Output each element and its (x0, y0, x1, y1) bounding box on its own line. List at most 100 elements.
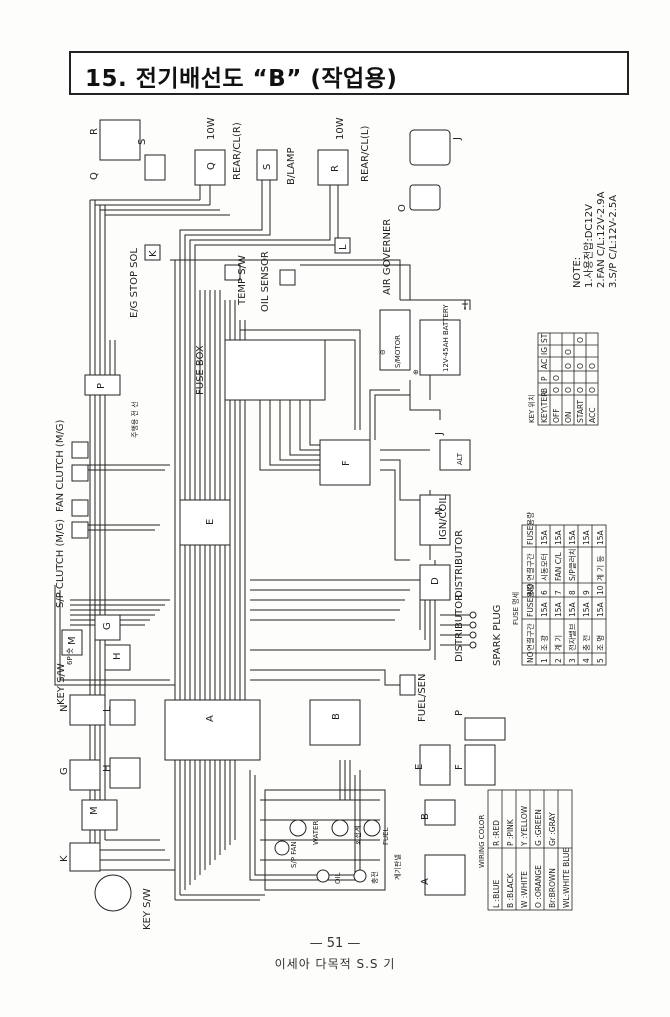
connector-e-grid (419, 744, 451, 786)
fuse-table-cell: 충 전 (581, 635, 591, 651)
connector-a-grid-label: A (420, 878, 431, 885)
fuse-table-cell: 5 (596, 658, 605, 663)
connector-j-label-2: J (434, 432, 445, 436)
fuse-table-cell: 전자밸브 (567, 623, 577, 651)
label-ign-coil: IGN/COIL (438, 495, 449, 540)
note-title: NOTE: (572, 257, 583, 288)
connector-p-label: P (96, 383, 107, 389)
label-hourmeter: 주행용 전 선 (130, 401, 139, 438)
key-table-cell: O (552, 375, 561, 381)
key-table-cell: START (576, 399, 585, 423)
connector-l-grid (109, 699, 136, 726)
fuse-table-header-cell: FUSE용량 (526, 512, 535, 545)
lamp-b-icon (256, 149, 278, 181)
fuse-table-cell: 6 (540, 590, 549, 595)
fuse-table-cell: 15A (554, 529, 563, 545)
ign-coil-icon (419, 494, 451, 546)
page-title: 15. 전기배선도 “B” (작업용) (85, 66, 398, 92)
connector-e-grid-label: E (414, 764, 425, 770)
fuse-table-header-cell: 연결구간 (525, 553, 535, 581)
connector-p-icon (84, 374, 121, 396)
fuse-table-cell: 7 (554, 590, 563, 595)
label-spark-plug: SPARK PLUG (492, 605, 503, 666)
key-table-header-cell: B (540, 388, 549, 393)
connector-q-label: Q (89, 172, 100, 180)
connector-s-label: S (137, 139, 148, 145)
spark-plug-1-icon (469, 611, 477, 619)
label-10w-left: 10W (335, 117, 346, 140)
fuse-table-header-cell: FUSE용량 (526, 584, 535, 617)
wiring-color-cell: R :RED (492, 820, 501, 846)
key-table-header-cell: P (540, 376, 549, 381)
label-air-governer: AIR GOVERNER (382, 219, 393, 295)
connector-f-grid-label: F (454, 764, 465, 770)
air-governer-icon (334, 237, 351, 254)
fuse-table-cell: FAN C/L (554, 551, 563, 581)
connector-g-grid-label: G (59, 767, 70, 775)
connector-r-label-2: R (330, 165, 341, 172)
connector-a-grid (424, 854, 466, 896)
note-block: NOTE: 1.사용전압:DC12V 2.FAN C/L:12V-2.9A 3.… (572, 191, 619, 288)
key-table-header-cell: AC (540, 359, 549, 369)
label-eg-stop-sol: E/G STOP SOL (129, 248, 140, 318)
fuse-table-cell: 15A (596, 529, 605, 545)
ground-icon (460, 299, 470, 309)
fuse-table-cell: 15A (596, 601, 605, 617)
label-oil: OIL (334, 872, 342, 884)
key-table-header-cell: IG (540, 347, 549, 355)
connector-e-label: E (205, 519, 216, 525)
fuse-table-cell: 2 (554, 658, 563, 663)
connector-g-grid (69, 759, 101, 791)
fuse-table-cell: 15A (568, 529, 577, 545)
connector-e-icon (179, 499, 231, 546)
fuse-table-title: FUSE 명세 (511, 592, 520, 625)
lamp-rear-right-icon (194, 149, 226, 186)
fuse-table-cell: 9 (582, 590, 591, 595)
key-table-cell: O (576, 337, 585, 343)
battery-icon (419, 319, 461, 376)
key-table-cell: O (564, 349, 573, 355)
fuse-table-cell: 15A (540, 601, 549, 617)
key-table-header-cell: ST (540, 333, 549, 343)
note-line-2: 2.FAN C/L:12V-2.9A (596, 191, 607, 288)
connector-a-label: A (205, 715, 216, 722)
label-key-sw: KEY S/W (56, 663, 67, 705)
wiring-color-cell: Br:BROWN (548, 868, 557, 908)
fuse-table-cell: 조 명 (595, 635, 605, 651)
connector-q-r-grid (99, 119, 141, 161)
fuse-table-cell: 15A (582, 601, 591, 617)
temp-sw-icon (224, 264, 241, 281)
key-table-cell: O (564, 363, 573, 369)
connector-r-label: R (89, 128, 100, 135)
rpm-gauge-icon (331, 819, 349, 837)
label-10w-right: 10W (206, 117, 217, 140)
fuse-table-cell: S/P클러치 (568, 548, 577, 581)
fuse-table-cell: 10 (596, 585, 605, 595)
connector-h-label: H (112, 652, 123, 660)
label-key-sw-2: KEY S/W (142, 888, 153, 930)
fuel-gauge-icon (363, 819, 381, 837)
label-charge: 충전 (370, 871, 379, 884)
label-b-lamp: B/LAMP (286, 147, 297, 185)
label-battery: 12V-45AH BATTERY (442, 304, 450, 372)
label-6p-short: 6P 숏 (66, 647, 74, 665)
key-table-cell: O (552, 387, 561, 393)
fuse-table-cell: 15A (540, 529, 549, 545)
label-temp-sw: TEMP S/W (237, 255, 248, 306)
key-table-cell: ACC (588, 408, 597, 423)
connector-p-grid-label: P (454, 710, 465, 716)
label-fuse-box: FUSE BOX (195, 345, 206, 395)
connector-n-label-2: N (434, 508, 445, 515)
fuse-table-header-cell: NO (526, 583, 535, 595)
connector-f-label: F (341, 460, 352, 466)
key-table-cell: ON (564, 411, 573, 423)
label-sp-fan: S/P FAN (290, 841, 298, 868)
wiring-color-cell: G :GREEN (534, 809, 543, 846)
page-number: — 51 — (309, 936, 361, 951)
fuse-table-cell: 8 (568, 590, 577, 595)
alternator-icon (439, 439, 471, 471)
label-pos: ⊕ (412, 369, 420, 375)
connector-d-label: D (430, 577, 441, 585)
